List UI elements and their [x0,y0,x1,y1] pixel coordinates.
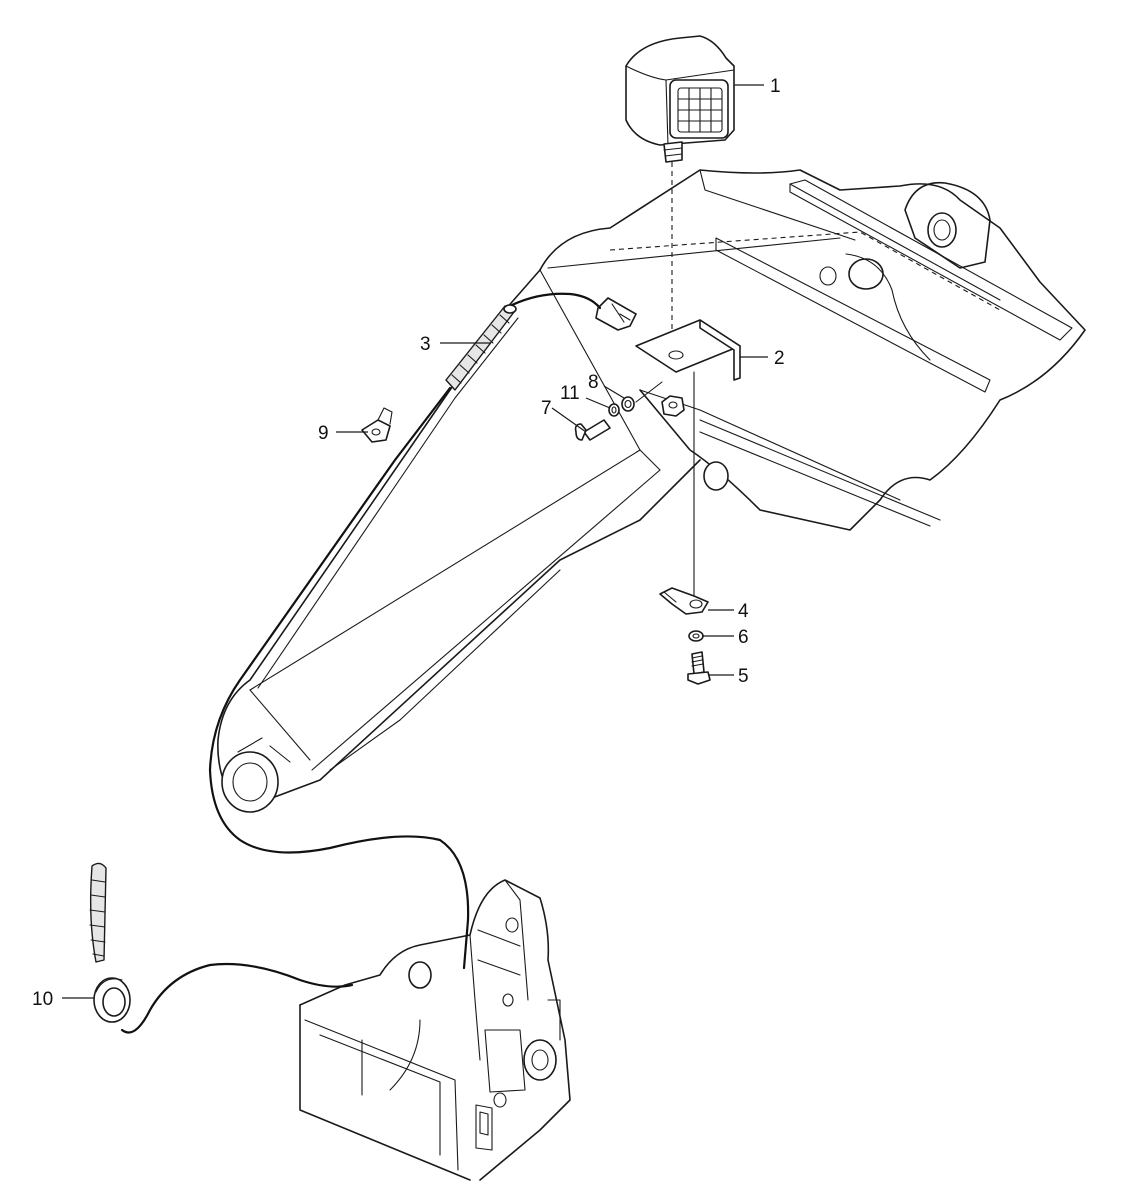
callout-7: 7 [541,398,552,419]
grommet-with-tube [89,862,131,1023]
ground-bolt [687,651,711,685]
boom-lower-section [217,269,701,813]
washer-11 [608,403,620,417]
callout-8: 8 [588,372,599,393]
harness-cable-lower [120,962,354,1034]
lamp-bracket [635,319,741,381]
callout-10: 10 [32,989,53,1010]
callout-1: 1 [770,76,781,97]
ground-terminal [659,587,709,615]
wiring-harness-sleeve [445,304,517,391]
leader-lines [62,84,764,999]
harness-cable-upper [510,292,602,310]
callout-4: 4 [738,601,749,622]
callout-5: 5 [738,666,749,687]
callout-6: 6 [738,627,749,648]
harness-clip [361,407,393,443]
bracket-nut [661,395,685,417]
harness-cable-main [208,386,470,970]
callout-2: 2 [774,348,785,369]
boom-upper-section [539,169,1086,531]
boom-base-bracket [299,879,571,1181]
callout-9: 9 [318,423,329,444]
callout-11: 11 [560,383,580,404]
harness-connector [595,297,637,331]
lock-washer [688,630,704,642]
mounting-bolt-7 [574,419,611,441]
callout-3: 3 [420,334,431,355]
washer-8 [621,396,635,412]
work-lamp [625,35,735,163]
